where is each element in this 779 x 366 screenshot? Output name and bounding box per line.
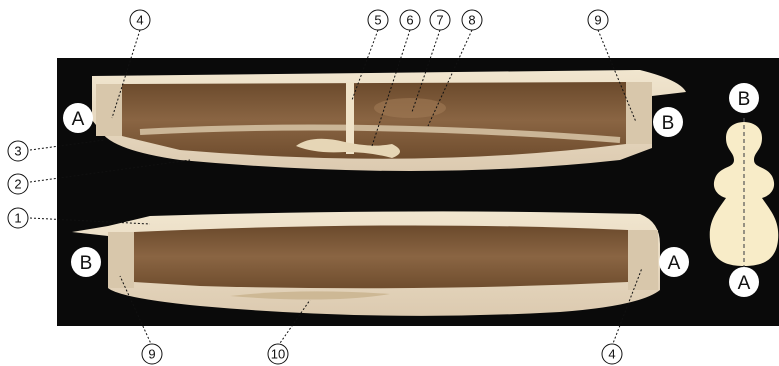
callout-2: 2 bbox=[8, 174, 28, 194]
top-right-block bbox=[626, 82, 652, 144]
top-left-block bbox=[96, 84, 122, 136]
callout-8: 8 bbox=[462, 10, 482, 30]
callout-4-bottom-text: 4 bbox=[608, 347, 615, 362]
label-bottom-right: A bbox=[659, 247, 689, 277]
callout-5: 5 bbox=[368, 10, 388, 30]
label-top-right-text: B bbox=[662, 113, 675, 134]
callout-7: 7 bbox=[430, 10, 450, 30]
callout-7-text: 7 bbox=[436, 13, 443, 28]
top-section bbox=[92, 70, 686, 171]
label-top-left-text: A bbox=[72, 109, 85, 130]
callout-5-text: 5 bbox=[374, 13, 381, 28]
callout-10: 10 bbox=[268, 344, 288, 364]
callout-8-text: 8 bbox=[468, 13, 475, 28]
bottom-section bbox=[72, 211, 660, 315]
label-top-right: B bbox=[653, 107, 683, 137]
label-top-left: A bbox=[63, 103, 93, 133]
callout-1-text: 1 bbox=[14, 211, 21, 226]
callout-1: 1 bbox=[8, 208, 28, 228]
callout-9-top: 9 bbox=[588, 10, 608, 30]
label-bottom-right-text: A bbox=[668, 253, 681, 274]
callout-4-top: 4 bbox=[130, 10, 150, 30]
bottom-right-block bbox=[628, 230, 658, 290]
label-outline-top-text: B bbox=[738, 89, 751, 110]
label-outline-top: B bbox=[729, 83, 759, 113]
callout-4-bottom: 4 bbox=[602, 344, 622, 364]
callout-4-top-text: 4 bbox=[136, 13, 143, 28]
callout-10-text: 10 bbox=[271, 347, 285, 362]
bottom-section-inner-cavity bbox=[134, 225, 628, 288]
label-outline-bottom: A bbox=[729, 267, 759, 297]
callout-3: 3 bbox=[8, 141, 28, 161]
callout-9-top-text: 9 bbox=[594, 13, 601, 28]
bottom-left-block bbox=[108, 232, 134, 288]
callout-9-bottom: 9 bbox=[142, 344, 162, 364]
callout-6: 6 bbox=[400, 10, 420, 30]
callout-2-text: 2 bbox=[14, 177, 21, 192]
label-bottom-left-text: B bbox=[80, 253, 93, 274]
callout-6-text: 6 bbox=[406, 13, 413, 28]
label-bottom-left: B bbox=[71, 247, 101, 277]
callout-9-bottom-text: 9 bbox=[148, 347, 155, 362]
callout-3-text: 3 bbox=[14, 144, 21, 159]
label-outline-bottom-text: A bbox=[738, 273, 751, 294]
